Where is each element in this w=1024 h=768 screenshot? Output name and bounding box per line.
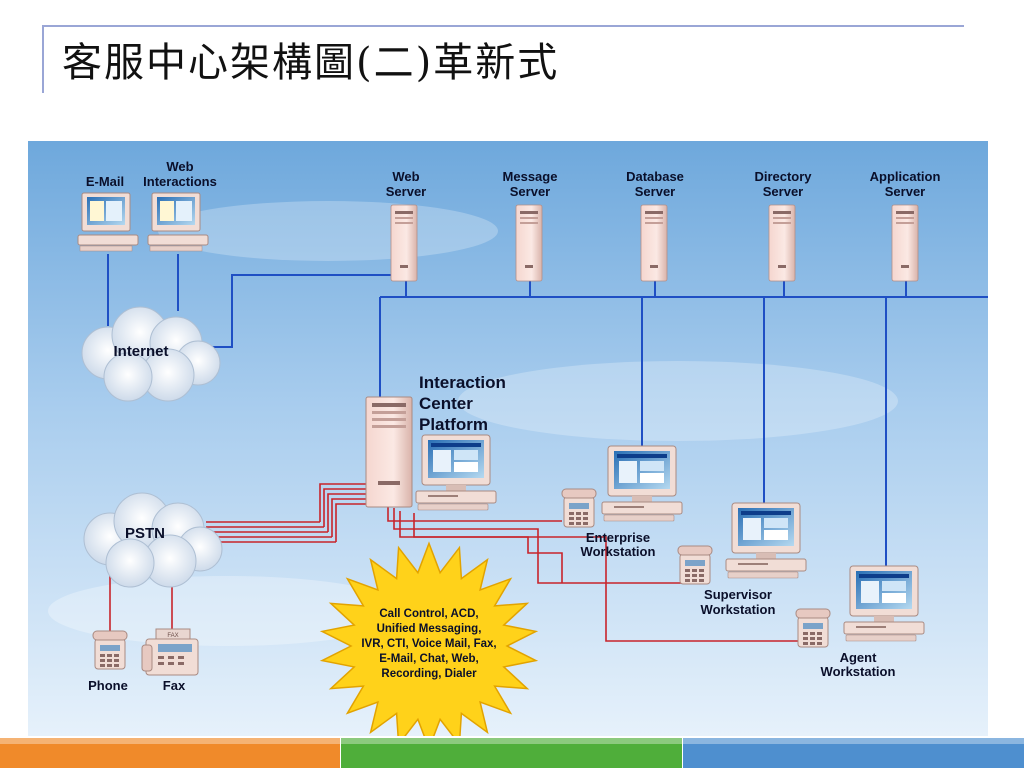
platform-label-line2: Center (419, 394, 473, 413)
email-label: E-Mail (86, 174, 124, 189)
server-label-2-line2: Server (510, 184, 550, 199)
footer-band-orange (0, 738, 340, 768)
fax-label: Fax (163, 678, 186, 693)
web-computer-icon (147, 192, 209, 252)
telephony-lines (109, 483, 798, 642)
features-line-2: Unified Messaging, (377, 623, 482, 635)
server-label-5-line2: Server (885, 184, 925, 199)
server-label-1-line1: Web (392, 169, 419, 184)
footer-bands (0, 738, 1024, 768)
internet-label: Internet (113, 343, 168, 360)
platform-label-line3: Platform (419, 415, 488, 434)
enterprise-label-line1: Enterprise (586, 530, 650, 545)
agent-label-line2: Workstation (821, 664, 896, 679)
supervisor-phone-icon (677, 545, 713, 585)
directory-server-icon (768, 204, 796, 282)
web-interactions-label-line2: Interactions (143, 174, 217, 189)
web-server-icon (390, 204, 418, 282)
email-computer-icon (77, 192, 139, 252)
features-line-3: IVR, CTI, Voice Mail, Fax, (361, 638, 496, 650)
architecture-diagram: E-Mail Web Interactions Internet Web Ser… (28, 141, 988, 736)
fax-icon: FAX (141, 628, 199, 676)
agent-label-line1: Agent (840, 650, 878, 665)
server-label-3-line1: Database (626, 169, 684, 184)
supervisor-label-line1: Supervisor (704, 587, 772, 602)
phone-icon (92, 630, 128, 670)
page-title: 客服中心架構圖(二)革新式 (62, 40, 560, 86)
features-text: Call Control, ACD, Unified Messaging, IV… (361, 608, 496, 680)
database-server-icon (640, 204, 668, 282)
server-label-4-line2: Server (763, 184, 803, 199)
phone-label: Phone (88, 678, 128, 693)
pstn-label: PSTN (125, 525, 165, 542)
title-rule-left (42, 25, 44, 93)
features-line-4: E-Mail, Chat, Web, (379, 653, 478, 665)
application-server-icon (891, 204, 919, 282)
footer-band-blue (683, 738, 1024, 768)
message-server-icon (515, 204, 543, 282)
agent-workstation-icon (843, 565, 925, 642)
supervisor-label-line2: Workstation (701, 602, 776, 617)
server-label-4-line1: Directory (754, 169, 812, 184)
platform-label-line1: Interaction (419, 373, 506, 392)
enterprise-phone-icon (561, 488, 597, 528)
title-rule (42, 25, 964, 27)
features-starburst (319, 541, 539, 736)
footer-band-green (341, 738, 682, 768)
server-label-5-line1: Application (870, 169, 941, 184)
platform-tower-icon (365, 396, 413, 508)
server-label-2-line1: Message (503, 169, 558, 184)
fax-screen-label: FAX (167, 633, 178, 639)
network-lines (107, 254, 988, 566)
server-label-3-line2: Server (635, 184, 675, 199)
enterprise-workstation-icon (601, 445, 683, 522)
supervisor-workstation-icon (725, 502, 807, 579)
features-line-5: Recording, Dialer (381, 668, 477, 680)
platform-monitor-icon (415, 434, 497, 511)
web-interactions-label-line1: Web (166, 159, 193, 174)
server-label-1-line2: Server (386, 184, 426, 199)
features-line-1: Call Control, ACD, (379, 608, 478, 620)
enterprise-label-line2: Workstation (581, 544, 656, 559)
agent-phone-icon (795, 608, 831, 648)
